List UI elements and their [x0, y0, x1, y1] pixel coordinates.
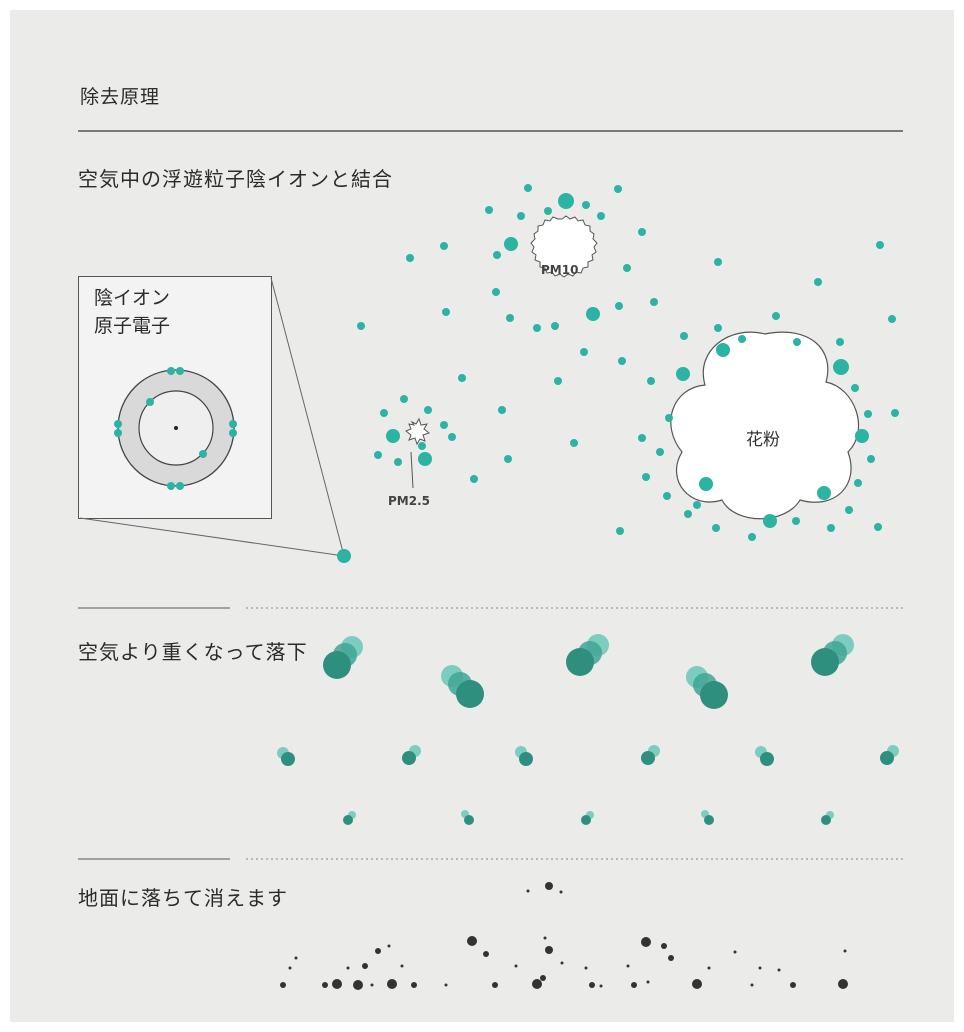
- falling-particle: [686, 666, 728, 709]
- falling-particle: [701, 810, 714, 825]
- diagram-title: 除去原理: [80, 86, 161, 108]
- falling-particle: [402, 745, 421, 765]
- falling-particle: [880, 745, 899, 765]
- step2-label: 空気より重くなって落下: [78, 640, 308, 664]
- falling-particle: [323, 636, 363, 679]
- pm25-pointer: [410, 451, 414, 489]
- step1-label: 空気中の浮遊粒子陰イオンと結合: [78, 167, 393, 191]
- atom-electrons: [114, 367, 237, 490]
- falling-particle: [581, 811, 594, 825]
- falling-row-small: [343, 810, 834, 825]
- ions-pm25: [374, 395, 456, 466]
- pm25-label: PM2.5: [388, 494, 430, 508]
- pm10-label: PM10: [541, 263, 579, 277]
- falling-particle: [566, 634, 609, 676]
- falling-row-medium: [277, 745, 899, 766]
- falling-particle: [461, 810, 474, 825]
- ions-pollen: [638, 324, 882, 541]
- zoom-line-top: [270, 277, 345, 557]
- falling-particle: [343, 811, 356, 825]
- ion-zoom-caption: 陰イオン 原子電子: [94, 284, 170, 340]
- settled-particles: [280, 882, 848, 990]
- pm25-particle: [405, 417, 431, 446]
- falling-particle: [811, 634, 854, 676]
- atom-model: [114, 367, 237, 490]
- atom-nucleus: [174, 426, 178, 430]
- zoom-line-bottom: [79, 517, 345, 557]
- falling-particle: [515, 746, 533, 766]
- ion-zoom-caption-line1: 陰イオン: [94, 287, 171, 309]
- falling-particle: [641, 745, 660, 765]
- falling-particle: [821, 811, 834, 825]
- pollen-particle: [670, 331, 860, 520]
- ion-zoom-caption-line2: 原子電子: [94, 315, 171, 337]
- pollen-label: 花粉: [746, 430, 780, 450]
- falling-row-large: [323, 634, 854, 709]
- step3-label: 地面に落ちて消えます: [78, 886, 288, 910]
- pm10-particle: [530, 215, 598, 278]
- ions-scattered: [357, 241, 899, 535]
- zoomed-ion: [337, 549, 351, 563]
- falling-particle: [441, 665, 484, 708]
- falling-particle: [277, 747, 295, 766]
- falling-particle: [755, 746, 774, 766]
- ions-pm10: [406, 184, 646, 332]
